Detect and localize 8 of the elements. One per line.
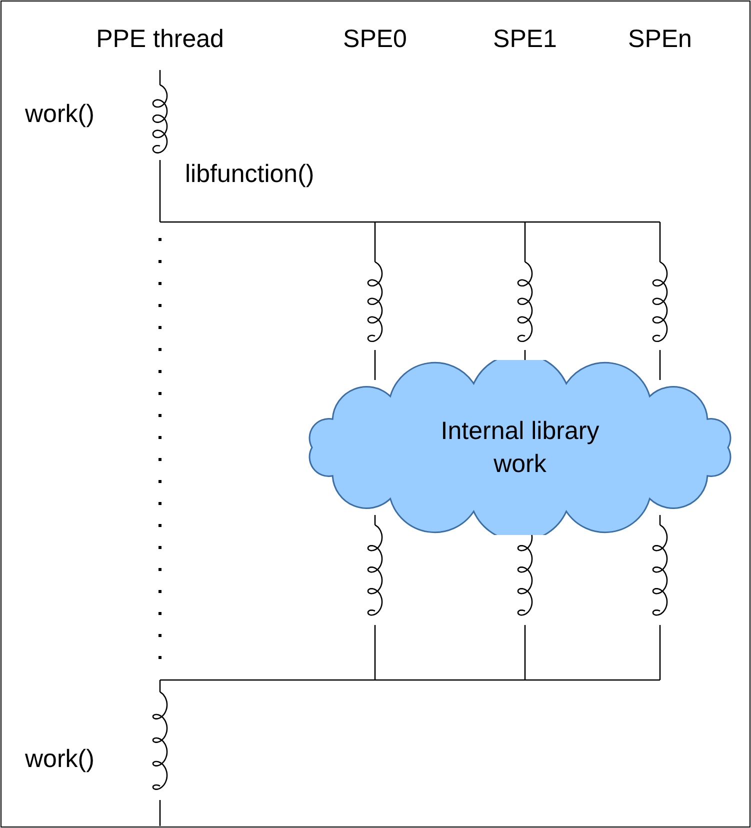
call-label: work() — [25, 102, 94, 127]
cloud-label: Internal library work — [440, 416, 600, 480]
column-heading: PPE thread — [96, 27, 224, 52]
column-heading: SPEn — [628, 27, 692, 52]
column-heading: SPE1 — [493, 27, 557, 52]
call-label: work() — [25, 747, 94, 772]
column-heading: SPE0 — [343, 27, 407, 52]
call-label: libfunction() — [185, 162, 314, 187]
